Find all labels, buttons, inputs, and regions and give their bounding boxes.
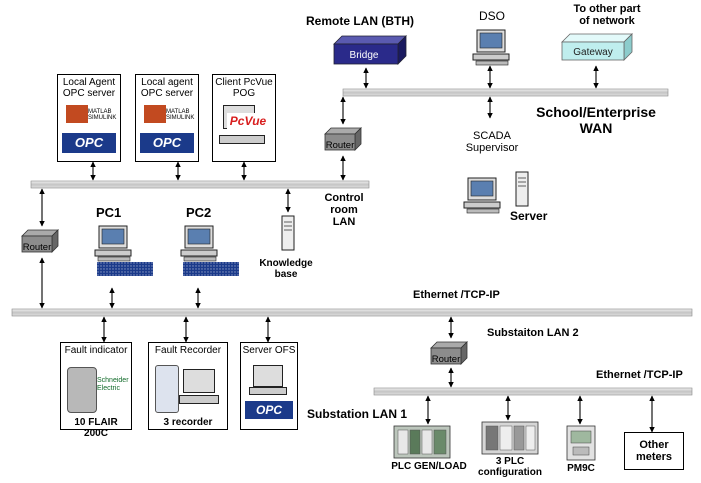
- recorder-icon: [155, 365, 179, 413]
- plc-gen-caption: PLC GEN/LOAD: [391, 461, 467, 472]
- server-tower-icon: [281, 215, 295, 251]
- keyboard-icon: [219, 135, 265, 144]
- opc-logo: OPC: [62, 133, 116, 153]
- plc-icon: [481, 421, 539, 455]
- ethernet-label-2: Ethernet /TCP-IP: [596, 369, 683, 381]
- pm-caption: PM9C: [567, 463, 595, 474]
- matlab-text: MATLAB SIMULINK: [166, 109, 195, 121]
- router-icon: Router: [430, 341, 468, 365]
- router-left-label: Router: [23, 242, 52, 253]
- router-icon: Router: [324, 127, 362, 151]
- wan-bus: [342, 88, 669, 97]
- scada-label: SCADA Supervisor: [465, 130, 519, 154]
- schneider-logo: Schneider Electric: [97, 377, 129, 392]
- substation-lan2-label: Substaiton LAN 2: [487, 327, 579, 339]
- remote-lan-label: Remote LAN (BTH): [306, 14, 414, 28]
- computer-icon: [253, 365, 283, 387]
- gateway-label: Gateway: [573, 47, 612, 58]
- matlab-logo: [144, 105, 166, 123]
- flair-caption: 10 FLAIR 200C: [74, 417, 118, 439]
- pc2-label: PC2: [186, 205, 212, 220]
- local-agent-box-1: Local Agent OPC server MATLAB SIMULINK O…: [57, 74, 121, 162]
- ethernet-bus-2: [373, 387, 693, 396]
- router-icon: Router: [21, 229, 59, 253]
- ethernet-label-1: Ethernet /TCP-IP: [413, 289, 500, 301]
- recorder-caption: 3 recorder: [163, 417, 213, 428]
- control-room-lan-label: Control room LAN: [324, 192, 364, 228]
- knowledge-base-label: Knowledge base: [259, 258, 313, 280]
- pc1-label: PC1: [96, 205, 122, 220]
- matlab-logo: [66, 105, 88, 123]
- server-label: Server: [510, 209, 548, 223]
- opc-logo: OPC: [140, 133, 194, 153]
- server-ofs-title: Server OFS: [242, 345, 296, 356]
- computer-icon: [463, 177, 501, 214]
- plc-icon: [393, 425, 451, 459]
- opc-logo: OPC: [245, 401, 293, 419]
- pc1-computer-icon: [94, 225, 132, 262]
- ethernet-bus-1: [11, 308, 693, 317]
- keyboard-icon: [249, 387, 287, 395]
- fault-recorder-box: Fault Recorder 3 recorder: [148, 342, 228, 430]
- control-room-bus: [30, 180, 370, 189]
- school-wan-label: School/Enterprise WAN: [536, 104, 656, 136]
- computer-icon: [183, 369, 215, 393]
- bridge-icon: Bridge: [333, 35, 407, 65]
- fault-indicator-title: Fault indicator: [64, 345, 128, 356]
- substation-lan1-label: Substation LAN 1: [307, 407, 408, 421]
- local-agent-title-1: Local Agent OPC server: [62, 77, 116, 99]
- server-tower-icon: [515, 171, 529, 207]
- meter-icon: [566, 425, 596, 461]
- local-agent-title-2: Local agent OPC server: [140, 77, 194, 99]
- opc-logo: [97, 262, 153, 276]
- pcvue-client-title: Client PcVue POG: [215, 77, 273, 99]
- keyboard-icon: [179, 395, 219, 404]
- server-ofs-box: Server OFS OPC: [240, 342, 298, 430]
- connection-links: [39, 65, 655, 433]
- pc2-computer-icon: [180, 225, 218, 262]
- pcvue-logo: PcVue: [227, 113, 269, 129]
- other-meters-box: Other meters: [624, 432, 684, 470]
- opc-logo: [183, 262, 239, 276]
- other-network-label: To other part of network: [573, 3, 641, 27]
- dso-label: DSO: [479, 9, 506, 23]
- local-agent-box-2: Local agent OPC server MATLAB SIMULINK O…: [135, 74, 199, 162]
- router-sub-label: Router: [432, 354, 461, 365]
- bridge-label: Bridge: [350, 50, 379, 61]
- pcvue-client-box: Client PcVue POG PcVue: [212, 74, 276, 162]
- dso-computer-icon: [472, 29, 510, 66]
- fault-indicator-icon: [67, 367, 97, 413]
- matlab-text: MATLAB SIMULINK: [88, 109, 117, 121]
- fault-indicator-box: Fault indicator Schneider Electric 10 FL…: [60, 342, 132, 439]
- router-top-label: Router: [326, 140, 355, 151]
- plc-3-caption: 3 PLC configuration: [478, 456, 542, 478]
- other-meters-label: Other meters: [635, 439, 673, 463]
- fault-recorder-title: Fault Recorder: [154, 345, 222, 356]
- gateway-icon: Gateway: [561, 33, 633, 61]
